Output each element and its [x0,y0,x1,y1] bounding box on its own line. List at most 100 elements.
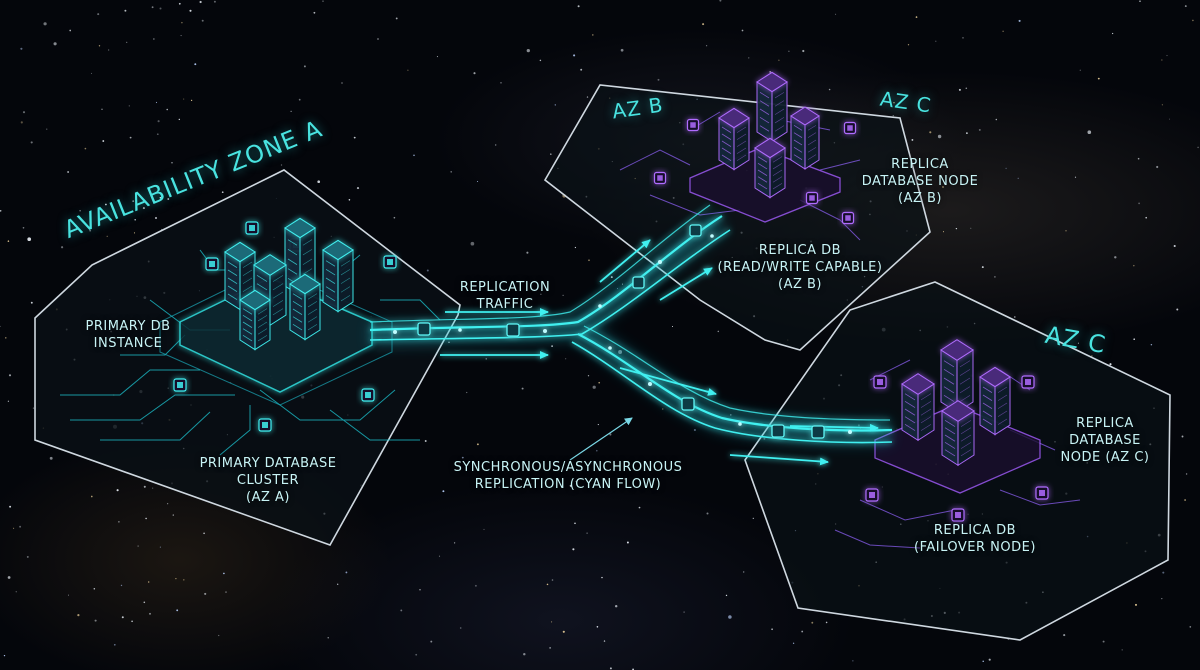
star [609,433,612,436]
star [562,630,565,633]
star [143,601,146,604]
star [453,542,456,544]
label-sync-async-replication: SYNCHRONOUS/ASYNCHRONOUS REPLICATION (CY… [453,460,683,492]
star [77,614,80,617]
star [1184,5,1187,8]
star [148,581,150,583]
star [1013,316,1016,318]
star [981,266,984,269]
star [133,232,136,234]
star [937,134,942,139]
star [624,477,627,481]
replica-cluster-az-c [865,339,1049,522]
star [3,654,6,657]
star [771,628,773,631]
star [1168,118,1171,120]
star [1156,165,1159,169]
star [189,9,192,12]
star [614,604,618,608]
arrow-to-b-2 [659,267,713,301]
star [551,345,553,347]
star [32,407,35,409]
network-node [686,118,700,132]
star [159,196,162,199]
star [171,162,173,164]
star [20,47,23,50]
star [190,99,193,102]
star [500,81,502,84]
star [728,615,732,619]
star [1077,342,1079,344]
star [203,532,205,535]
star [194,63,197,66]
network-node [805,191,819,205]
star [218,634,220,637]
star [167,198,170,200]
server-tower [941,400,975,467]
star [322,0,324,2]
star [752,517,754,520]
star [459,627,462,629]
star [662,408,664,410]
star [574,246,577,249]
network-node [1021,375,1035,389]
star [341,82,343,84]
star [345,571,348,574]
replica-cluster-az-b [653,71,857,225]
star [151,6,154,9]
star [1133,338,1135,341]
star [201,19,204,22]
star [741,29,744,32]
star [719,0,722,2]
star [131,620,133,623]
star [1192,19,1194,22]
star [1087,130,1092,135]
star [551,621,553,623]
star [30,141,33,144]
data-packet [417,322,431,336]
star [978,128,981,131]
star [176,609,179,612]
star [178,2,181,5]
star [893,101,895,104]
star [157,120,160,123]
star [142,207,145,210]
star [290,110,292,112]
star [199,0,202,4]
star [0,210,2,212]
star [551,579,554,581]
star [181,21,183,24]
star [84,147,87,150]
star [15,591,17,593]
star [598,381,601,384]
star [485,358,487,360]
star [166,108,168,111]
star [970,227,972,229]
star [573,54,576,57]
star [89,230,91,232]
star [129,136,132,139]
star [1102,640,1105,643]
replication-flow-lines [369,204,893,444]
star [149,612,151,615]
star [400,609,403,612]
star [942,231,945,233]
star [1133,264,1135,267]
star [572,548,575,551]
network-node [865,488,879,502]
star [526,251,529,254]
star [575,480,577,482]
star [1018,19,1021,22]
star [596,449,598,452]
star [183,98,185,100]
star [929,131,932,134]
star [1079,69,1081,71]
star [580,68,583,71]
star [1121,649,1123,651]
star [1005,167,1007,170]
star [610,276,613,279]
star [1145,216,1147,219]
star [67,594,70,596]
star [94,619,97,622]
star [30,301,33,304]
